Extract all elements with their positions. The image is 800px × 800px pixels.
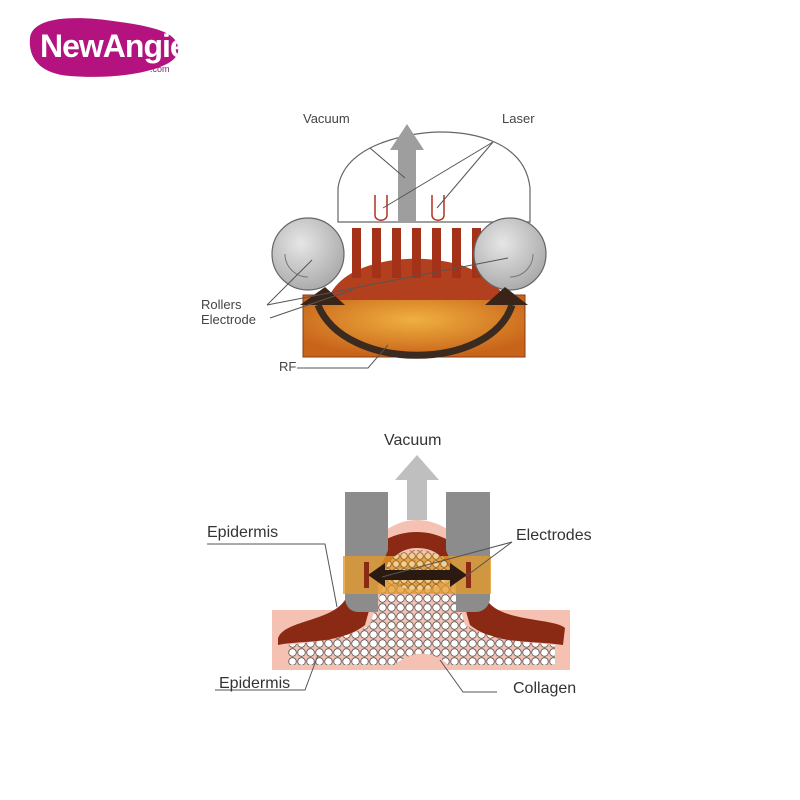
laser-tube-left (374, 195, 388, 221)
brand-suffix: .com (150, 64, 170, 74)
collagen-cells (288, 560, 555, 665)
tissue-block (302, 294, 526, 358)
brand-logo: NewAngie .com (0, 0, 200, 90)
label-rf: RF (279, 359, 297, 374)
epidermis-layer (278, 532, 565, 645)
label-bottom-vacuum: Vacuum (384, 432, 442, 449)
label-electrode: Electrode (201, 312, 256, 327)
top-diagram (266, 124, 547, 369)
label-vacuum: Vacuum (303, 111, 350, 126)
bottom-vacuum-arrow-icon (395, 455, 439, 520)
electrode-pad-right (485, 287, 528, 305)
label-rollers: Rollers (201, 297, 242, 312)
label-epidermis-bottom: Epidermis (219, 675, 291, 692)
label-epidermis-top: Epidermis (207, 524, 279, 541)
bottom-diagram (207, 455, 570, 693)
laser-tube-right (431, 195, 445, 221)
rf-arrows-icon (368, 563, 467, 587)
electrode-pad-left (300, 287, 345, 305)
logo-badge-icon (29, 18, 179, 77)
vacuum-arrow-icon (390, 124, 424, 222)
roller-right (473, 217, 547, 291)
roller-left (271, 217, 345, 291)
label-laser: Laser (502, 111, 535, 126)
brand-name: NewAngie (40, 28, 188, 64)
label-electrodes: Electrodes (516, 527, 592, 544)
label-collagen: Collagen (513, 680, 577, 697)
rf-arc (314, 303, 516, 359)
